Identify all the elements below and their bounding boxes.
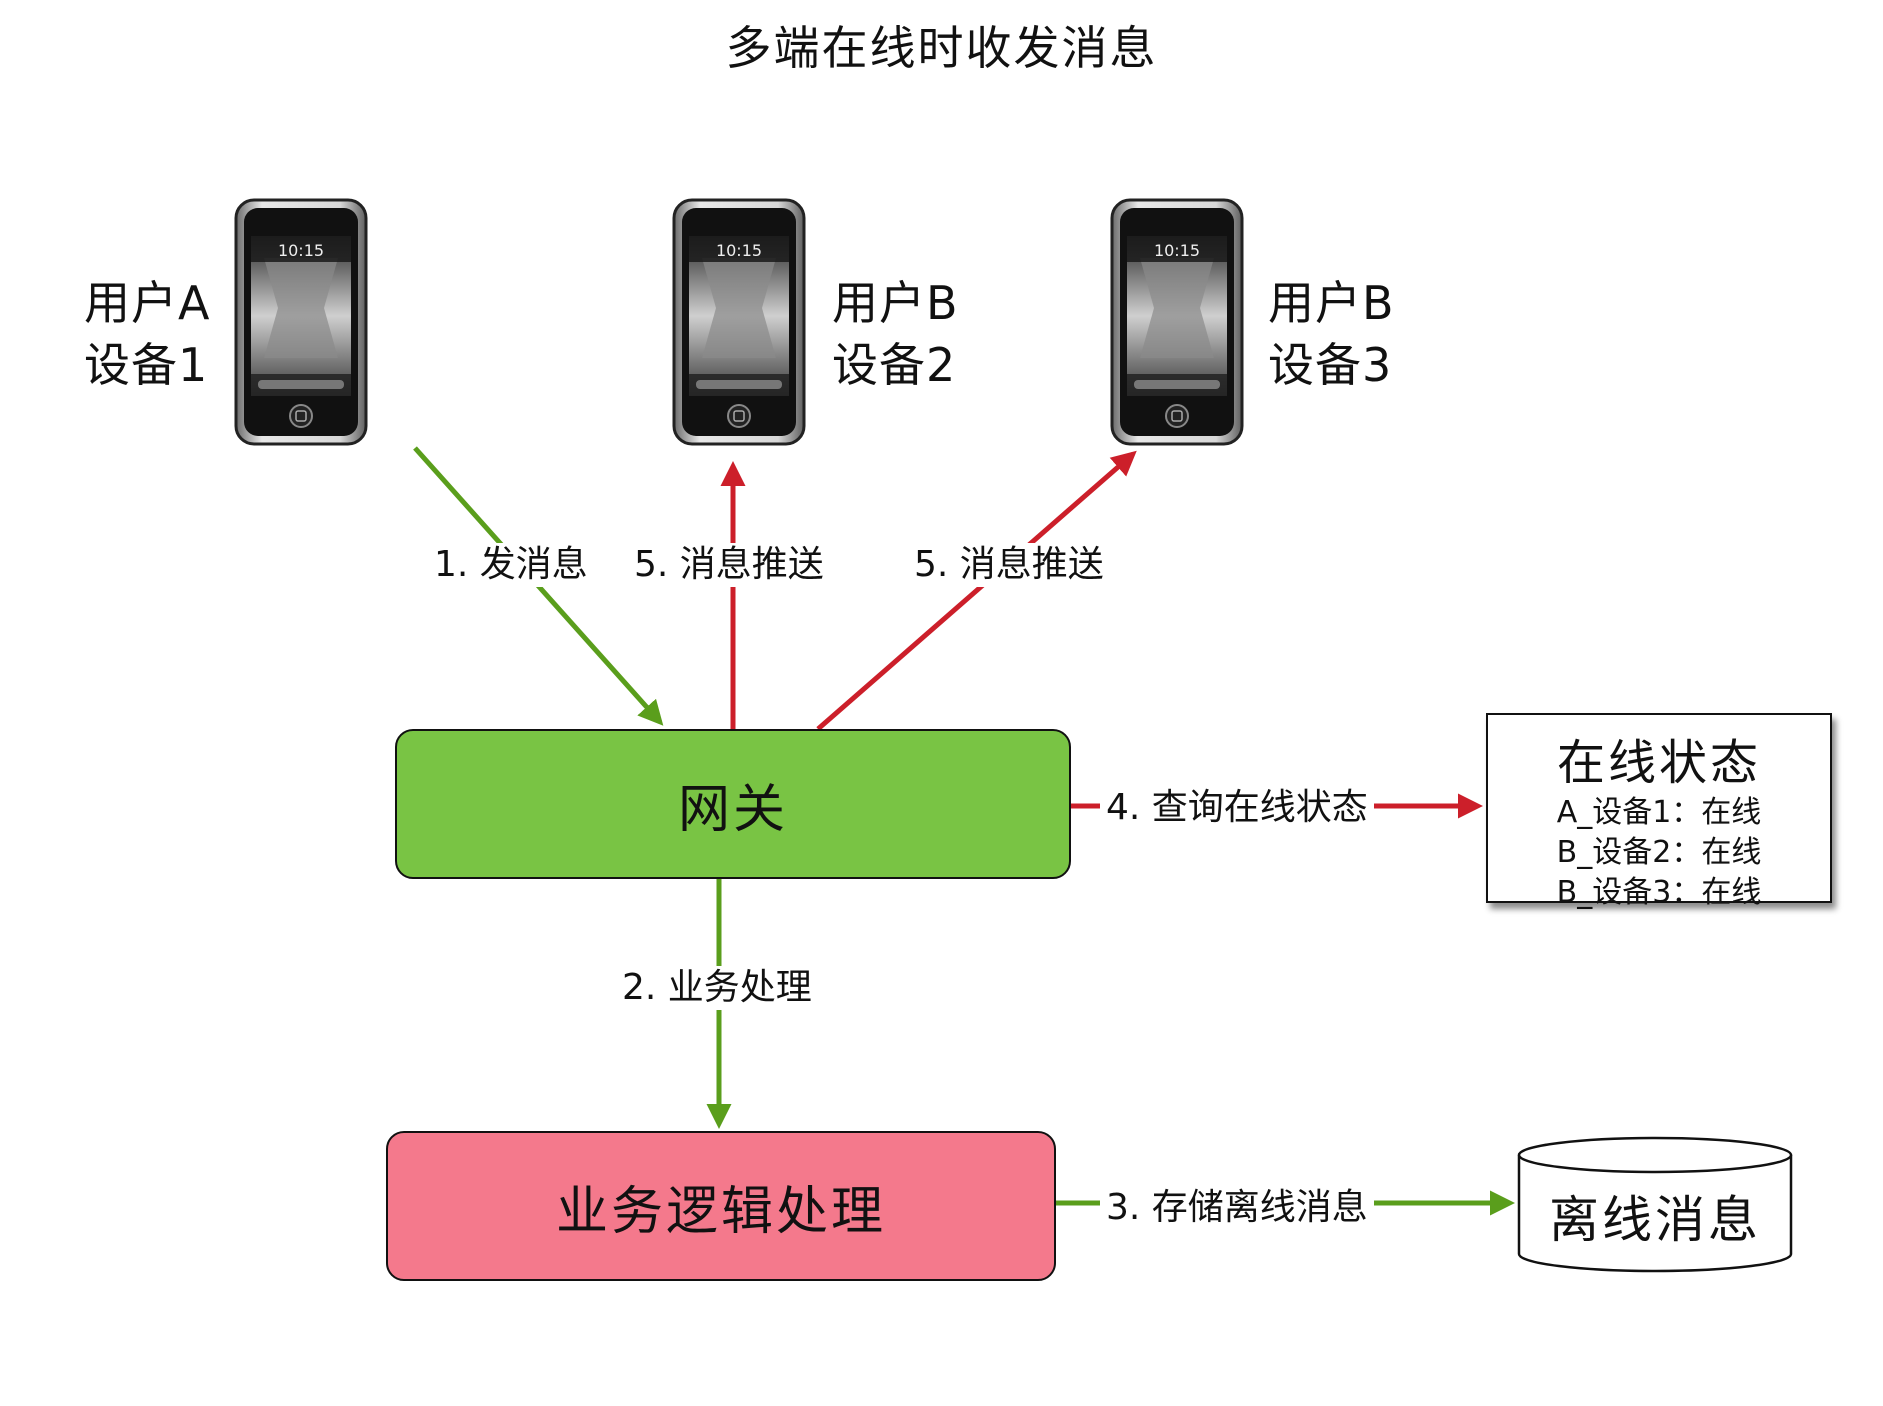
device-name: 设备1 xyxy=(84,338,209,392)
offline-store-label: 离线消息 xyxy=(1549,1191,1761,1249)
user-name: 用户B xyxy=(1268,276,1395,330)
push-arrow-device3 xyxy=(816,450,1137,731)
gateway-box: 网关 xyxy=(395,729,1071,879)
phone-device-2-icon: 10:15 xyxy=(672,198,806,446)
offline-store-cylinder xyxy=(1517,1136,1793,1273)
flow-label-store: 3. 存储离线消息 xyxy=(1100,1186,1374,1230)
phone-device-1-icon: 10:15 xyxy=(234,198,368,446)
business-logic-label: 业务逻辑处理 xyxy=(555,1181,886,1242)
phone-device-3-icon: 10:15 xyxy=(1110,198,1244,446)
phone-time: 10:15 xyxy=(716,241,762,260)
status-row: B_设备3：在线 xyxy=(1556,875,1762,910)
user-label-device-3: 用户B 设备3 xyxy=(1268,272,1395,396)
user-name: 用户A xyxy=(84,276,211,330)
flow-label-query: 4. 查询在线状态 xyxy=(1100,786,1374,830)
user-name: 用户B xyxy=(832,276,959,330)
user-label-device-2: 用户B 设备2 xyxy=(832,272,959,396)
business-logic-box: 业务逻辑处理 xyxy=(386,1131,1056,1281)
status-row: A_设备1：在线 xyxy=(1556,795,1762,830)
phone-time: 10:15 xyxy=(278,241,324,260)
status-row: B_设备2：在线 xyxy=(1556,835,1762,870)
online-status-panel: 在线状态 A_设备1：在线 B_设备2：在线 B_设备3：在线 xyxy=(1486,713,1832,910)
flow-label-push-device2: 5. 消息推送 xyxy=(628,543,830,587)
device-name: 设备3 xyxy=(1268,338,1393,392)
online-status-title: 在线状态 xyxy=(1556,735,1761,791)
gateway-label: 网关 xyxy=(677,779,788,840)
diagram-title: 多端在线时收发消息 xyxy=(725,21,1158,75)
flow-label-process: 2. 业务处理 xyxy=(616,966,818,1010)
flow-label-send: 1. 发消息 xyxy=(428,543,594,587)
device-name: 设备2 xyxy=(832,338,957,392)
flow-label-push-device3: 5. 消息推送 xyxy=(908,543,1110,587)
user-label-device-1: 用户A 设备1 xyxy=(84,272,210,396)
phone-time: 10:15 xyxy=(1154,241,1200,260)
